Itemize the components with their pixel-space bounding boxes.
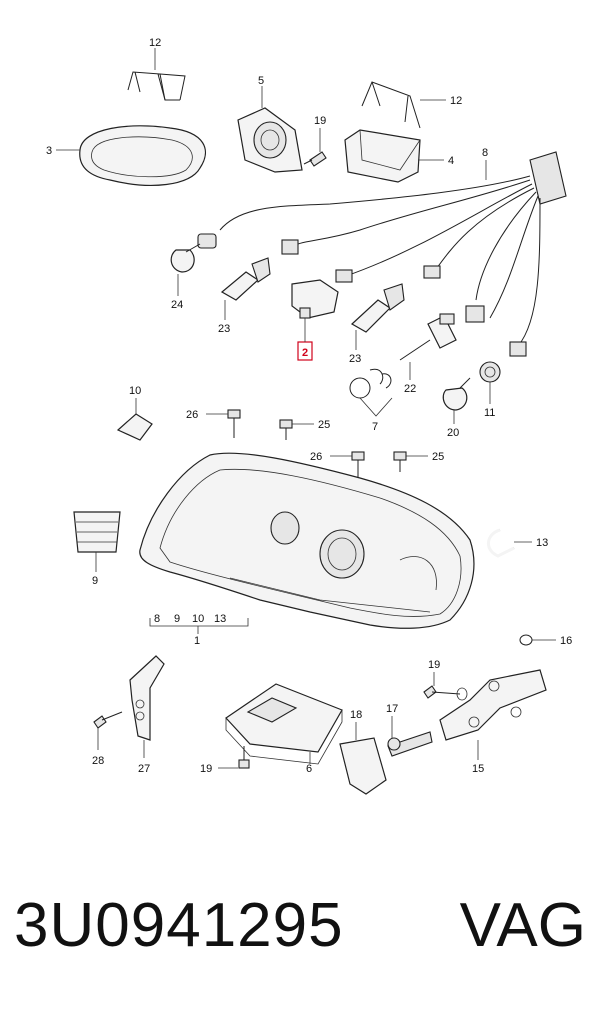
cover-part-4 bbox=[344, 129, 421, 183]
actuator-part-2 bbox=[291, 279, 339, 319]
clip-part-12-left bbox=[127, 71, 186, 101]
xenon-bulb-part-22 bbox=[399, 313, 457, 361]
bracket-part-15 bbox=[439, 669, 547, 741]
callout-7: 7 bbox=[372, 421, 378, 433]
callout-24: 24 bbox=[171, 299, 183, 311]
adjuster-part-17 bbox=[387, 731, 433, 757]
callout-5: 5 bbox=[258, 75, 264, 87]
callout-13: 13 bbox=[536, 537, 548, 549]
callout-9: 9 bbox=[92, 575, 98, 587]
callout-17: 17 bbox=[386, 703, 398, 715]
cap-part-5 bbox=[237, 107, 303, 173]
callout-20: 20 bbox=[447, 427, 459, 439]
callout-23-left: 23 bbox=[218, 323, 230, 335]
wiring-harness-part-8 bbox=[219, 151, 567, 357]
callout-16: 16 bbox=[560, 635, 572, 647]
callout-19-right: 19 bbox=[428, 659, 440, 671]
callout-12-right: 12 bbox=[450, 95, 462, 107]
rings-part-7 bbox=[349, 368, 393, 417]
bulb-part-23-left bbox=[220, 257, 271, 301]
screw-part-19-bottom bbox=[238, 746, 250, 769]
clip-part-12-right bbox=[361, 81, 421, 129]
callout-28: 28 bbox=[92, 755, 104, 767]
screw-part-19-right bbox=[423, 685, 468, 701]
callout-2-highlighted: 2 bbox=[302, 347, 308, 359]
callout-19-bottom: 19 bbox=[200, 763, 212, 775]
group-label-8: 8 bbox=[154, 613, 160, 625]
callout-19-top: 19 bbox=[314, 115, 326, 127]
callout-3: 3 bbox=[46, 145, 52, 157]
callout-22: 22 bbox=[404, 383, 416, 395]
exploded-parts-diagram: 12 5 12 19 3 8 4 24 23 2 23 22 10 11 26 … bbox=[46, 37, 572, 795]
callout-1: 1 bbox=[194, 635, 200, 647]
screw-part-26-left bbox=[227, 409, 241, 438]
screw-part-28 bbox=[93, 711, 123, 729]
callout-26-right: 26 bbox=[310, 451, 322, 463]
callout-4: 4 bbox=[448, 155, 454, 167]
callout-25-left: 25 bbox=[318, 419, 330, 431]
headlamp-housing-part-1 bbox=[139, 452, 475, 629]
screw-part-19-top bbox=[303, 151, 327, 167]
callout-25-right: 25 bbox=[432, 451, 444, 463]
callout-12-top: 12 bbox=[149, 37, 161, 49]
screw-part-25-left bbox=[279, 419, 293, 440]
group-label-9: 9 bbox=[174, 613, 180, 625]
ballast-part-6 bbox=[225, 683, 343, 765]
callout-10: 10 bbox=[129, 385, 141, 397]
group-label-10: 10 bbox=[192, 613, 204, 625]
brand-name: VAG bbox=[459, 891, 586, 960]
group-label-13: 13 bbox=[214, 613, 226, 625]
bulb-part-20 bbox=[442, 377, 471, 411]
callout-11: 11 bbox=[484, 407, 495, 419]
callout-15: 15 bbox=[472, 763, 484, 775]
callout-26-left: 26 bbox=[186, 409, 198, 421]
bracket-part-27 bbox=[129, 655, 165, 741]
clip-part-10 bbox=[116, 413, 153, 441]
cap-part-18 bbox=[339, 737, 387, 795]
plug-part-9 bbox=[73, 511, 121, 553]
bulb-part-23-right bbox=[350, 283, 405, 333]
footer: 3U0941295 VAG bbox=[0, 890, 600, 980]
seal-part-16 bbox=[519, 634, 533, 646]
callout-27: 27 bbox=[138, 763, 150, 775]
screw-part-25-right bbox=[393, 451, 407, 472]
callout-8: 8 bbox=[482, 147, 488, 159]
callout-23-right: 23 bbox=[349, 353, 361, 365]
hose-part-13 bbox=[487, 528, 515, 558]
lens-cover-part-3 bbox=[79, 125, 206, 186]
callout-6: 6 bbox=[306, 763, 312, 775]
part-number: 3U0941295 bbox=[14, 891, 344, 960]
socket-part-11 bbox=[479, 361, 501, 383]
callout-18: 18 bbox=[350, 709, 362, 721]
bulb-part-24 bbox=[170, 233, 217, 273]
